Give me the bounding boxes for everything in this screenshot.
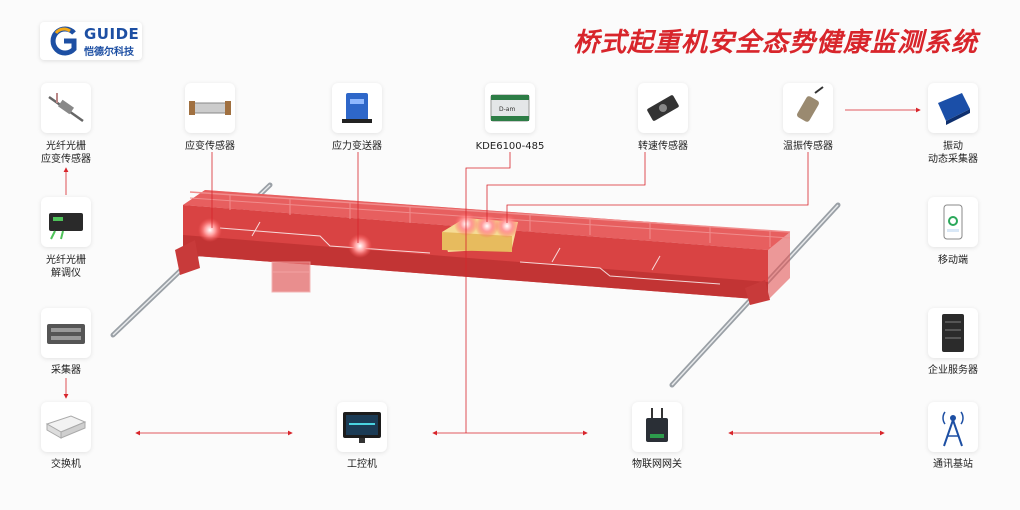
speed-sensor-node <box>638 83 688 133</box>
kde-module-icon: D-am <box>490 94 530 122</box>
mobile-node <box>928 197 978 247</box>
vibration-collector-label: 振动 动态采集器 <box>928 141 978 165</box>
base-station-node <box>928 402 978 452</box>
temp-vib-sensor-icon <box>797 86 824 122</box>
iot-gateway-label: 物联网网关 <box>632 459 682 470</box>
server-rack-icon <box>942 314 964 352</box>
connector-lines <box>63 107 921 436</box>
ipc-monitor-icon <box>343 412 381 443</box>
base-station-label: 通讯基站 <box>933 459 973 470</box>
enterprise-server-node <box>928 308 978 358</box>
switch-label: 交换机 <box>51 459 81 470</box>
stress-transmitter-label: 应力变送器 <box>332 141 382 152</box>
base-station-tower-icon <box>942 411 964 447</box>
kde-module-label: KDE6100-485 <box>475 141 545 152</box>
vibration-collector-icon <box>938 93 970 125</box>
collector-node <box>41 308 91 358</box>
strain-sensor-icon <box>189 101 231 115</box>
vibration-collector-node <box>928 83 978 133</box>
temp-vib-sensor-label: 温振传感器 <box>783 141 833 152</box>
fiber-strain-sensor-icon <box>48 93 84 123</box>
enterprise-server-label: 企业服务器 <box>928 365 978 376</box>
fiber-demodulator-node <box>41 197 91 247</box>
fiber-strain-sensor-node <box>41 83 91 133</box>
strain-sensor-node <box>185 83 235 133</box>
stress-transmitter-icon <box>342 93 372 123</box>
speed-sensor-label: 转速传感器 <box>638 141 688 152</box>
logo-subtext: 恺德尔科技 <box>84 47 134 58</box>
switch-icon <box>45 415 87 439</box>
collector-icon <box>47 324 85 344</box>
iot-gateway-icon <box>646 408 668 442</box>
ipc-node <box>337 402 387 452</box>
temp-vib-sensor-node <box>783 83 833 133</box>
kde-module-node: D-am <box>485 83 535 133</box>
speed-sensor-icon <box>647 95 679 121</box>
collector-label: 采集器 <box>51 365 81 376</box>
stress-transmitter-node <box>332 83 382 133</box>
company-logo: GUIDE 恺德尔科技 <box>40 22 142 60</box>
strain-sensor-label: 应变传感器 <box>185 141 235 152</box>
logo-text: GUIDE <box>84 25 140 43</box>
logo-g-icon <box>50 26 77 56</box>
fiber-strain-sensor-label: 光纤光栅 应变传感器 <box>41 141 91 165</box>
iot-gateway-node <box>632 402 682 452</box>
mobile-label: 移动端 <box>938 255 968 266</box>
mobile-phone-icon <box>943 204 963 240</box>
fiber-demodulator-icon <box>49 213 83 240</box>
ipc-label: 工控机 <box>347 459 377 470</box>
page-title: 桥式起重机安全态势健康监测系统 <box>572 28 978 58</box>
kde-module-screen-text: D-am <box>499 106 515 113</box>
switch-node <box>41 402 91 452</box>
fiber-demodulator-label: 光纤光栅 解调仪 <box>46 255 86 279</box>
